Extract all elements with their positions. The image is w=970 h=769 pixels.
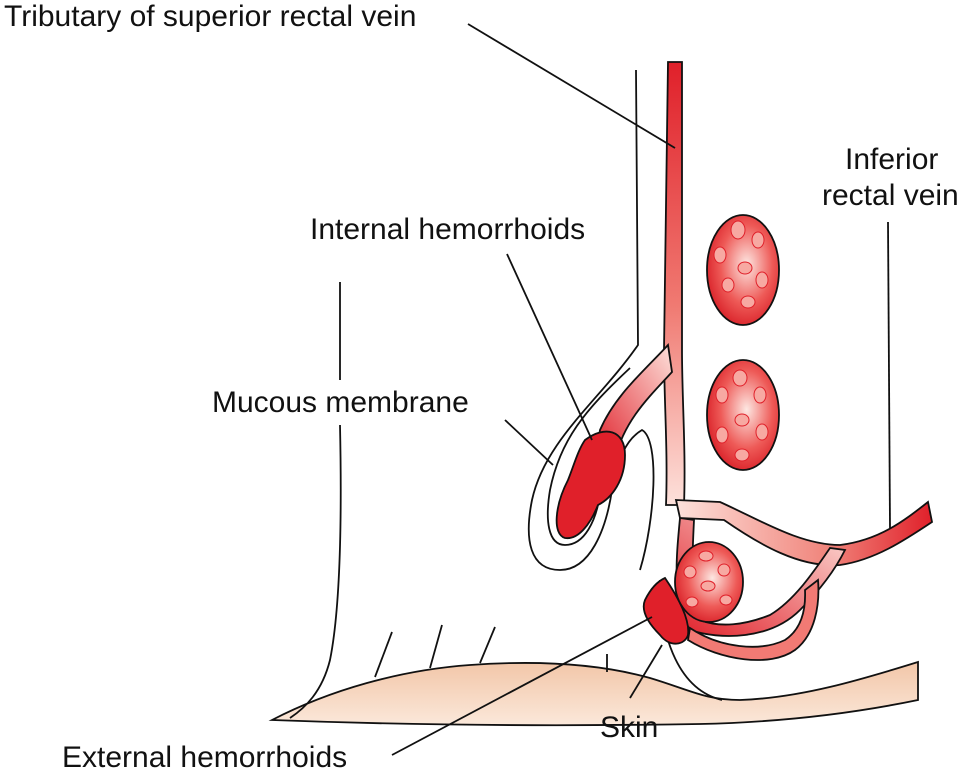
label-tributary: Tributary of superior rectal vein [4, 0, 416, 33]
label-external-hemorrhoids: External hemorrhoids [62, 741, 347, 769]
plexus-node-upper [706, 214, 780, 326]
label-mucous-membrane: Mucous membrane [212, 386, 469, 419]
mucous-membrane-inner [546, 367, 631, 546]
skin-hairs [374, 624, 608, 678]
leader-skin [629, 644, 663, 699]
inferior-rectal-vein [674, 499, 934, 567]
label-skin: Skin [600, 711, 658, 744]
anal-canal-wall [289, 282, 342, 719]
label-inferior-line2: rectal vein [822, 179, 959, 212]
leader-internal [506, 253, 593, 441]
plexus-node-lower [674, 541, 744, 623]
label-internal-hemorrhoids: Internal hemorrhoids [310, 213, 585, 246]
label-inferior-line1: Inferior [845, 143, 938, 176]
external-hemorrhoid [642, 576, 690, 645]
mucous-membrane-wall [527, 69, 655, 571]
superior-rectal-tributary [663, 61, 686, 506]
skin-surface [268, 660, 919, 727]
plexus-node-middle [706, 359, 780, 471]
leader-lines [391, 23, 891, 756]
lower-vein-loop-bottom [687, 578, 820, 661]
leader-inferior [887, 221, 891, 529]
internal-hemorrhoid [555, 430, 626, 539]
leader-external [391, 616, 653, 756]
leader-mucous [504, 419, 554, 466]
leader-tributary [467, 23, 676, 149]
